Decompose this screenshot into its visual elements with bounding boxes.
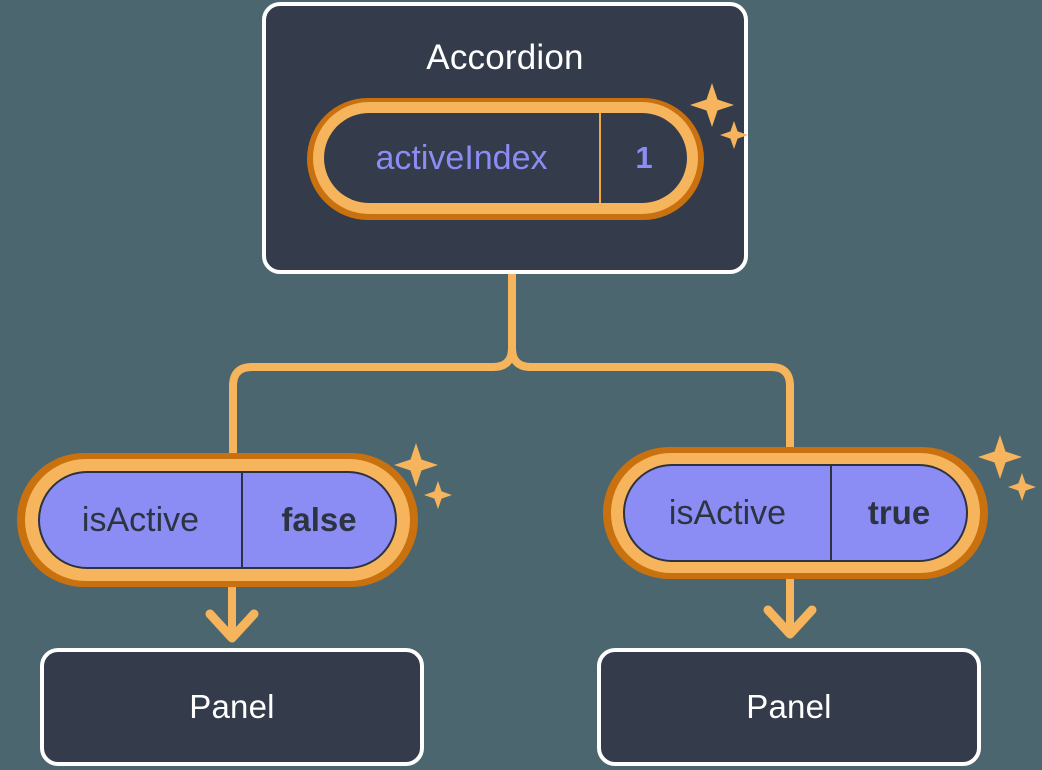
pill-value-label: false [281, 501, 357, 538]
edge-accordion-to-split [508, 270, 794, 456]
pill-key-label: isActive [40, 473, 243, 567]
accordion-title: Accordion [426, 38, 584, 77]
sparkle-four-point-small-icon [1008, 473, 1036, 501]
edge-accordion-to-left-pill [229, 344, 516, 462]
sparkle-four-point-icon [978, 435, 1022, 479]
component-box-panel-right[interactable]: Panel [597, 648, 981, 766]
arrow-head-right-icon [763, 605, 817, 639]
pill-key-label: activeIndex [324, 113, 601, 203]
pill-body: isActive true [623, 464, 968, 562]
pill-value-label: true [867, 494, 931, 531]
pill-body: isActive false [38, 471, 397, 569]
panel-left-title: Panel [189, 688, 275, 725]
sparkle-group-right-pill [978, 435, 1040, 512]
panel-right-title: Panel [746, 688, 832, 725]
state-pill-active-index[interactable]: activeIndex 1 [307, 98, 704, 220]
sparkle-four-point-small-icon [424, 481, 452, 509]
prop-pill-is-active-true[interactable]: isActive true [603, 447, 988, 579]
component-box-panel-left[interactable]: Panel [40, 648, 424, 766]
arrow-head-left-icon [205, 609, 259, 643]
pill-body: activeIndex 1 [324, 113, 687, 203]
pill-key-label: isActive [625, 466, 832, 560]
prop-pill-is-active-false[interactable]: isActive false [17, 453, 418, 587]
pill-value-label: 1 [635, 140, 653, 175]
